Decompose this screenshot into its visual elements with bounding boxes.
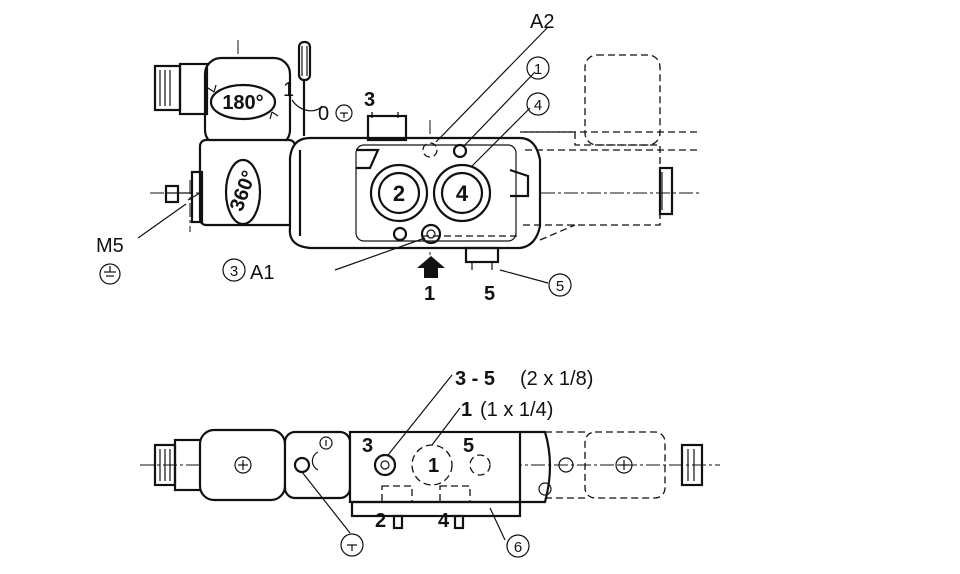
bottom-port-2-label: 2 (375, 510, 386, 532)
callout-5-circle (548, 273, 572, 297)
callout-4-circle (526, 92, 550, 116)
lever-position-1: 1 (283, 79, 294, 101)
legend-line2-bold: 1 (461, 399, 472, 421)
callout-6-circle (506, 534, 530, 558)
exhaust-symbol-icon (340, 533, 364, 557)
legend-line1-rest: (2 x 1/8) (520, 368, 593, 390)
callout-3: 3 (230, 263, 238, 280)
rotation-180-label: 180° (222, 92, 263, 114)
bottom-port-5-label: 5 (463, 435, 474, 457)
bottom-port-4-label: 4 (438, 510, 450, 532)
callout-1: 1 (534, 61, 542, 78)
top-port-5-label: 5 (484, 283, 495, 305)
top-port-1-label: 1 (424, 283, 435, 305)
bottom-port-1-label: 1 (428, 455, 439, 477)
callout-4: 4 (534, 97, 542, 114)
bottom-view: 3 5 1 2 4 6 3 - 5 (2 x 1/8) 1 (1 x 1/4) (140, 368, 720, 558)
label-a2: A2 (530, 11, 554, 33)
callout-3-circle (222, 258, 246, 282)
port-4-label: 4 (456, 181, 469, 206)
manual-override-icon (335, 104, 353, 122)
legend-line2-rest: (1 x 1/4) (480, 399, 553, 421)
top-port-3-label: 3 (364, 89, 375, 111)
callout-5: 5 (556, 278, 564, 295)
supply-arrow-icon (417, 256, 445, 278)
ground-icon (99, 263, 121, 285)
callout-6: 6 (514, 539, 522, 556)
label-a1: A1 (250, 262, 274, 284)
port-2-label: 2 (393, 181, 405, 206)
callout-1-circle (526, 56, 550, 80)
top-view: 180° 360° 1 0 2 4 (96, 11, 700, 305)
lever-position-0: 0 (318, 103, 329, 125)
bottom-port-3-label: 3 (362, 435, 373, 457)
label-m5: M5 (96, 235, 124, 257)
legend-line1-bold: 3 - 5 (455, 368, 495, 390)
